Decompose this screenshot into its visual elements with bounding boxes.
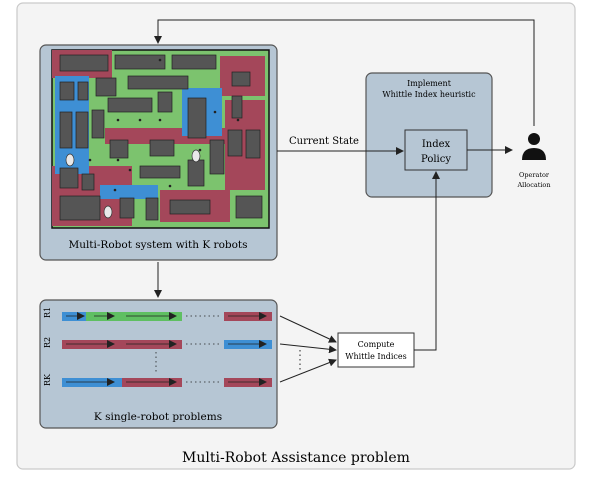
compute-box	[337, 332, 415, 368]
row1-to-compute-arrow	[279, 315, 337, 343]
implement-title-2: Whittle Index heuristic	[382, 90, 476, 99]
rowk-to-compute-arrow	[279, 358, 337, 383]
robot-row-1: R1	[43, 307, 272, 321]
single-robot-box-label: K single-robot problems	[94, 411, 222, 423]
robot-label-k: RK	[43, 373, 52, 386]
feedback-arrow	[154, 19, 535, 126]
robot-label-1: R1	[43, 307, 52, 318]
row2-to-compute-arrow	[279, 343, 337, 354]
diagram-canvas: Multi-Robot Assistance problem Multi-Rob…	[16, 2, 576, 470]
robot-row-k: RK	[43, 373, 272, 387]
outer-title: Multi-Robot Assistance problem	[182, 450, 410, 466]
index-policy-line1: Index	[422, 139, 451, 150]
operator-icon	[522, 133, 546, 160]
index-policy-box	[404, 129, 468, 171]
compute-line2: Whittle Indices	[345, 352, 407, 361]
compute-line1: Compute	[358, 340, 395, 349]
operator-label-2: Allocation	[516, 181, 550, 189]
system-box-label: Multi-Robot system with K robots	[68, 239, 247, 251]
robot-row-2: R2	[43, 337, 272, 349]
single-robot-box	[39, 299, 278, 429]
current-state-label: Current State	[289, 136, 359, 147]
implement-title-1: Implement	[407, 79, 452, 88]
robot-label-2: R2	[43, 337, 52, 348]
index-policy-line2: Policy	[421, 154, 451, 165]
warehouse-map	[51, 49, 270, 229]
operator-label-1: Operator	[519, 171, 550, 179]
compute-to-policy-arrow	[414, 171, 440, 351]
